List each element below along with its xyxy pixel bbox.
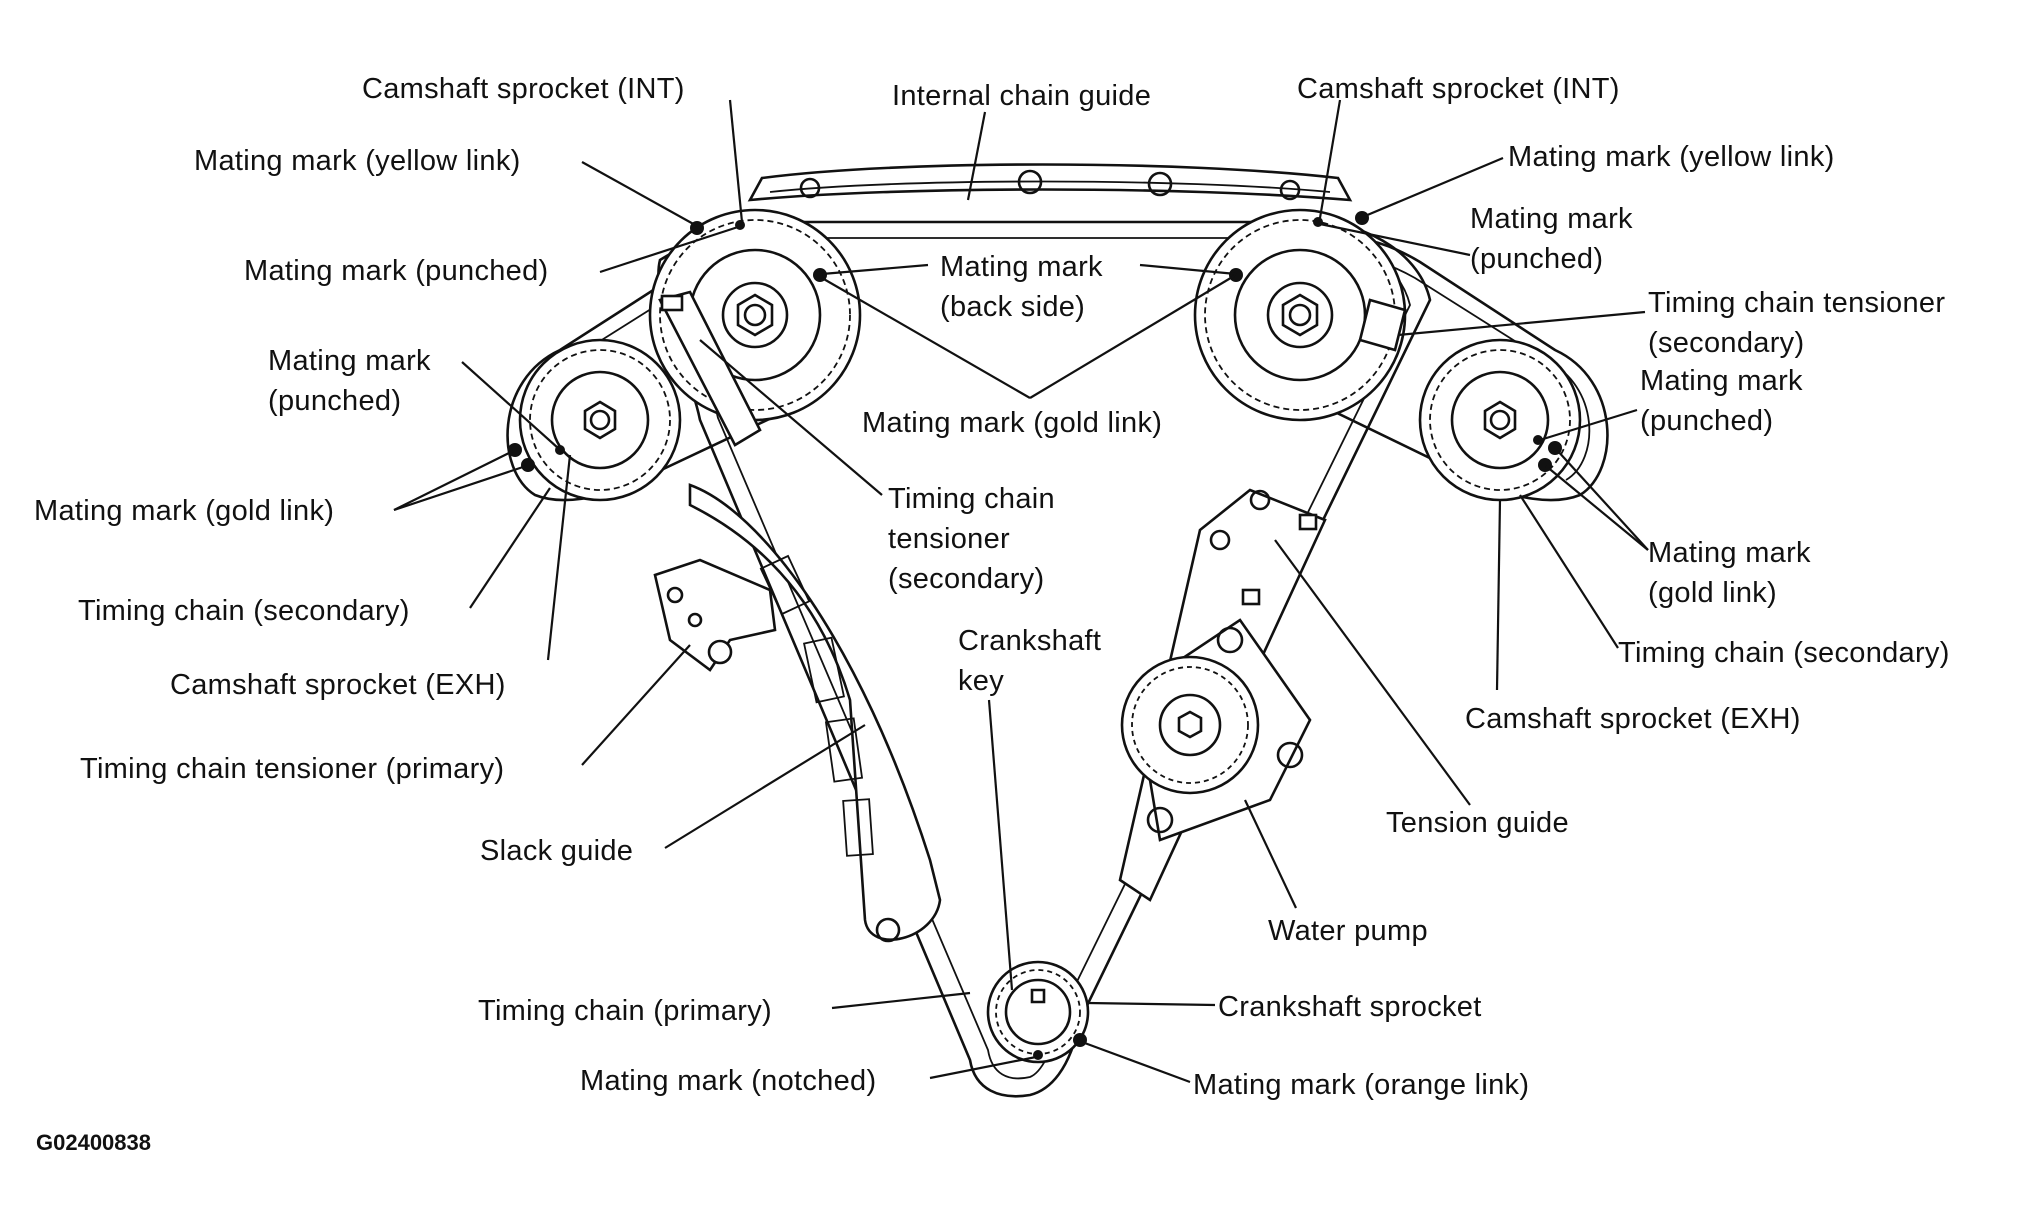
- label-timing-chain-secondary-right: Timing chain (secondary): [1618, 637, 1950, 669]
- label-timing-chain-tensioner-secondary-center: Timing chain: [888, 483, 1055, 515]
- figure-id: G02400838: [36, 1130, 151, 1155]
- label-mating-mark-yellow-right: Mating mark (yellow link): [1508, 141, 1835, 173]
- primary-tensioner: [653, 558, 777, 672]
- label-mating-mark-punched-left: Mating mark: [268, 345, 431, 377]
- labels: Camshaft sprocket (INT) Internal chain g…: [34, 73, 1950, 1155]
- label-camshaft-sprocket-exh-left: Camshaft sprocket (EXH): [170, 669, 506, 701]
- label-mating-mark-punched-right-top: Mating mark: [1470, 203, 1633, 235]
- mark-gold-left-1: [508, 443, 522, 457]
- mark-yellow-right: [1355, 211, 1369, 225]
- mark-gold-right-int: [1229, 268, 1243, 282]
- label-camshaft-sprocket-int-right: Camshaft sprocket (INT): [1297, 73, 1620, 105]
- label-mating-mark-punched-right-top-2: (punched): [1470, 243, 1603, 275]
- internal-chain-guide: [747, 163, 1353, 202]
- mark-notched: [1033, 1050, 1043, 1060]
- label-slack-guide: Slack guide: [480, 835, 633, 867]
- label-camshaft-sprocket-exh-right: Camshaft sprocket (EXH): [1465, 703, 1801, 735]
- label-tension-guide: Tension guide: [1386, 807, 1569, 839]
- label-timing-chain-tensioner-primary: Timing chain tensioner (primary): [80, 753, 504, 785]
- label-mating-mark-notched: Mating mark (notched): [580, 1065, 876, 1097]
- label-mating-mark-yellow-left: Mating mark (yellow link): [194, 145, 521, 177]
- label-crankshaft-key: Crankshaft: [958, 625, 1101, 657]
- mark-punched-right-exh: [1533, 435, 1543, 445]
- right-exhaust-sprocket: [1418, 338, 1582, 502]
- label-crankshaft-sprocket: Crankshaft sprocket: [1218, 991, 1482, 1023]
- label-camshaft-sprocket-int-left: Camshaft sprocket (INT): [362, 73, 685, 105]
- label-timing-chain-tensioner-secondary-right-2: (secondary): [1648, 327, 1804, 359]
- crankshaft-sprocket: [986, 960, 1090, 1064]
- label-mating-mark-punched-right: Mating mark: [1640, 365, 1803, 397]
- label-mating-mark-orange-link: Mating mark (orange link): [1193, 1069, 1529, 1101]
- label-mating-mark-gold-link-left: Mating mark (gold link): [34, 495, 334, 527]
- label-mating-mark-punched-left-2: (punched): [268, 385, 401, 417]
- label-mating-mark-back-side: Mating mark: [940, 251, 1103, 283]
- left-secondary-tensioner: [658, 290, 762, 447]
- label-mating-mark-gold-link-center: Mating mark (gold link): [862, 407, 1162, 439]
- label-timing-chain-tensioner-secondary-right: Timing chain tensioner: [1648, 287, 1945, 319]
- mark-punched-right-int: [1313, 217, 1323, 227]
- label-water-pump: Water pump: [1268, 915, 1428, 947]
- label-crankshaft-key-2: key: [958, 665, 1004, 697]
- label-timing-chain-tensioner-secondary-center-3: (secondary): [888, 563, 1044, 595]
- right-intake-sprocket: [1193, 208, 1407, 422]
- label-mating-mark-punched-right-2: (punched): [1640, 405, 1773, 437]
- engine-drawing: [506, 163, 1609, 1098]
- right-secondary-tensioner: [1358, 298, 1407, 352]
- label-timing-chain-primary: Timing chain (primary): [478, 995, 772, 1027]
- label-internal-chain-guide: Internal chain guide: [892, 80, 1151, 112]
- mark-orange: [1073, 1033, 1087, 1047]
- leader-lines: [393, 99, 1649, 1084]
- water-pump: [1120, 618, 1312, 842]
- label-mating-mark-gold-link-right-2: (gold link): [1648, 577, 1777, 609]
- label-mating-mark-punched-left-top: Mating mark (punched): [244, 255, 548, 287]
- left-exhaust-sprocket: [518, 338, 682, 502]
- mark-gold-left-2: [521, 458, 535, 472]
- label-timing-chain-secondary-left: Timing chain (secondary): [78, 595, 410, 627]
- label-mating-mark-gold-link-right: Mating mark: [1648, 537, 1811, 569]
- label-timing-chain-tensioner-secondary-center-2: tensioner: [888, 523, 1010, 555]
- label-mating-mark-back-side-2: (back side): [940, 291, 1085, 323]
